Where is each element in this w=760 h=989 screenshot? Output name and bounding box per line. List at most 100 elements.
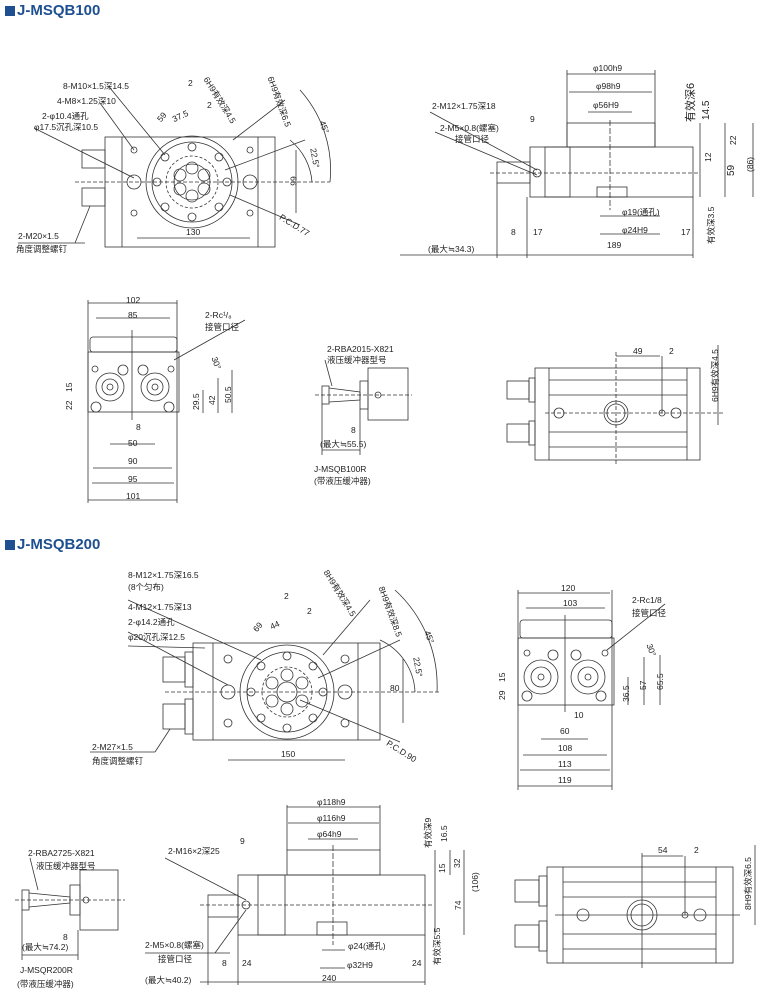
section-marker-icon xyxy=(5,539,15,550)
dim-label: φ56H9 xyxy=(593,100,619,110)
dim-label: 22 xyxy=(64,400,74,410)
dim-label: 90 xyxy=(128,456,138,466)
section-marker-icon xyxy=(5,5,15,16)
msqb200-end-view-shape xyxy=(517,590,666,790)
dim-label: 2-RBA2015-X821 xyxy=(327,344,394,354)
dim-label: 角度调整螺钉 xyxy=(92,756,144,766)
dim-label: 2-M5×0.8(螺塞) xyxy=(145,940,204,950)
msqb100-side-view-shape xyxy=(400,70,754,258)
dim-label: 17 xyxy=(533,227,543,237)
dim-label: 240 xyxy=(322,973,337,983)
msqb200-side-view-shape xyxy=(145,805,465,985)
dim-label: 29 xyxy=(497,690,507,700)
dim-label: 2-φ14.2通孔 xyxy=(128,617,175,627)
dim-label: 150 xyxy=(281,749,296,759)
dim-label: 42 xyxy=(207,395,217,405)
msqb100r-buffer-shape xyxy=(315,359,412,455)
msqb200-bottom-view-shape xyxy=(514,845,756,968)
dim-label: φ17.5沉孔深10.5 xyxy=(34,122,99,132)
dim-label: 液压缓冲器型号 xyxy=(36,861,96,871)
dim-label: 有效深5.5 xyxy=(432,927,442,965)
msqb100-end-view-shape xyxy=(87,300,246,503)
dim-label: 24 xyxy=(412,958,422,968)
section-title-text: J-MSQB100 xyxy=(17,2,101,19)
dim-label: 2-M5×0.8(螺塞) xyxy=(440,123,499,133)
dim-label: 54 xyxy=(658,845,668,855)
dim-label: 2-M12×1.75深18 xyxy=(432,101,496,111)
dim-label: φ24(通孔) xyxy=(348,941,386,951)
model-caption: J-MSQB100R xyxy=(314,464,367,474)
dim-label: 59 xyxy=(726,164,737,176)
dim-label: 66 xyxy=(288,176,299,186)
msqb100-top-view-shape xyxy=(18,87,331,248)
dim-label: 103 xyxy=(563,598,578,608)
dim-label: 9 xyxy=(240,836,245,846)
dim-label: 有效深3.5 xyxy=(706,206,716,244)
dim-label: (86) xyxy=(745,156,755,172)
dim-label: (最大≒40.2) xyxy=(145,975,192,985)
dim-label: φ118h9 xyxy=(317,797,346,807)
msqb200-top-view-shape xyxy=(90,589,440,761)
dim-label: 8-M10×1.5深14.5 xyxy=(63,81,129,91)
dim-label: 9 xyxy=(530,114,535,124)
dim-label: 14.5 xyxy=(701,100,712,120)
msqr200r-buffer-shape xyxy=(15,857,125,960)
dim-label: 2 xyxy=(307,606,312,616)
dim-label: (最大≒34.3) xyxy=(428,244,475,254)
dim-label: 液压缓冲器型号 xyxy=(327,355,387,365)
dim-label: 2-M16×2深25 xyxy=(168,846,220,856)
dim-label: 8 xyxy=(511,227,516,237)
dim-label: 2-M27×1.5 xyxy=(92,742,133,752)
dim-label: 有效深6 xyxy=(685,82,697,122)
dim-label: 24 xyxy=(242,958,252,968)
dim-label: φ24H9 xyxy=(622,225,648,235)
dim-label: 36.5 xyxy=(621,685,631,702)
dim-label: 57 xyxy=(638,680,648,690)
model-caption: J-MSQR200R xyxy=(20,965,73,975)
dim-label: 2 xyxy=(694,845,699,855)
dim-label: 8 xyxy=(63,932,68,942)
section-title-msqb100: J-MSQB100 xyxy=(5,2,100,19)
dim-label: 101 xyxy=(126,491,141,501)
dim-label: φ98h9 xyxy=(596,81,621,91)
dim-label: 49 xyxy=(633,346,643,356)
model-caption: (带液压缓冲器) xyxy=(314,476,371,486)
dim-label: 接管口径 xyxy=(205,322,240,332)
dim-label: 12 xyxy=(703,152,713,162)
dim-label: 角度调整螺钉 xyxy=(16,244,68,254)
dim-label: 15 xyxy=(437,863,447,873)
dim-label: φ116h9 xyxy=(317,813,346,823)
dim-label: 120 xyxy=(561,583,576,593)
dim-label: 22 xyxy=(728,135,738,145)
dim-label: 2 xyxy=(284,591,289,601)
dim-label: 32 xyxy=(452,858,462,868)
dim-label: 50 xyxy=(128,438,138,448)
dim-label: 2 xyxy=(188,78,193,88)
model-caption: (带液压缓冲器) xyxy=(17,979,74,989)
dim-label: 15 xyxy=(64,382,74,392)
dim-label: φ32H9 xyxy=(347,960,373,970)
dim-label: 接管口径 xyxy=(632,608,667,618)
dim-label: 2-Rc1/8 xyxy=(632,595,662,605)
dim-label: 接管口径 xyxy=(158,954,193,964)
msqb100-bottom-view-shape xyxy=(506,345,725,465)
dim-label: 2-φ10.4通孔 xyxy=(42,111,89,121)
dim-label: 65.5 xyxy=(655,673,665,690)
dim-label: 16.5 xyxy=(439,825,449,842)
dim-label: 4-M12×1.75深13 xyxy=(128,602,192,612)
dim-label: 17 xyxy=(681,227,691,237)
dim-label: 29.5 xyxy=(191,393,201,410)
section-title-msqb200: J-MSQB200 xyxy=(5,536,100,553)
dim-label: (最大≒55.5) xyxy=(320,439,367,449)
dim-label: (106) xyxy=(470,872,480,892)
dim-label: 119 xyxy=(558,775,572,785)
dim-label: 50.5 xyxy=(223,386,233,403)
dim-label: 189 xyxy=(607,240,622,250)
dim-label: 8 xyxy=(351,425,356,435)
dim-label: 108 xyxy=(558,743,573,753)
dim-label: 102 xyxy=(126,295,141,305)
dim-label: 80 xyxy=(390,683,400,693)
dim-label: 2-M20×1.5 xyxy=(18,231,59,241)
